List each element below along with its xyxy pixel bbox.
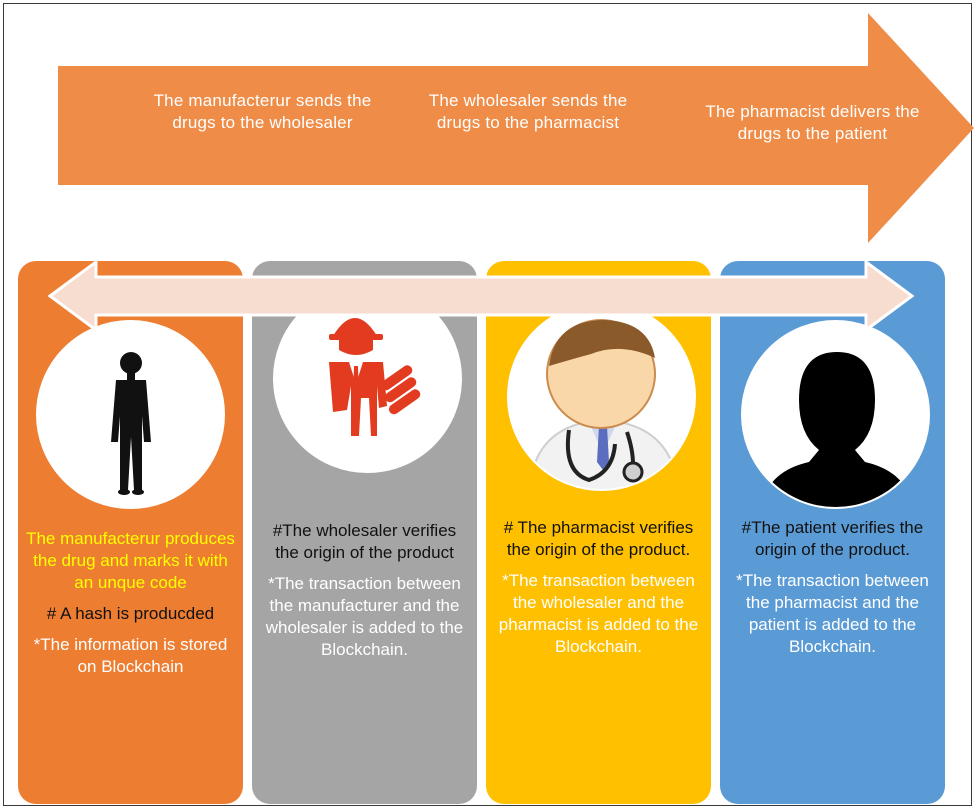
flow-step-manufacturer: The manufacterur sends the drugs to the …	[153, 91, 372, 132]
patient-verify-text: #The patient verifies the origin of the …	[741, 518, 924, 559]
wholesaler-verify-text: #The wholesaler verifies the origin of t…	[272, 521, 457, 562]
manufacturer-avatar	[36, 320, 225, 509]
hash-text: # A hash is producded	[46, 604, 215, 623]
patient-silhouette-icon	[761, 352, 913, 507]
flow-step-wholesaler: The wholesaler sends the drugs to the ph…	[428, 91, 628, 132]
wholesaler-text: #The wholesaler verifies the origin of t…	[262, 520, 467, 670]
manufacturer-silhouette-icon	[111, 352, 151, 495]
patient-text: #The patient verifies the origin of the …	[730, 517, 935, 667]
manufacturer-info-text: *The information is stored on Blockchain	[33, 635, 228, 676]
patient-transaction-text: *The transaction between the pharmacist …	[736, 571, 929, 656]
doctor-stethoscope-icon	[528, 319, 680, 489]
wholesaler-transaction-text: *The transaction between the manufacture…	[265, 574, 464, 659]
pharmacist-text: # The pharmacist verifies the origin of …	[496, 517, 701, 667]
flow-step-pharmacist: The pharmacist delivers the drugs to the…	[705, 102, 920, 143]
pharmacist-transaction-text: *The transaction between the wholesaler …	[498, 571, 699, 656]
worker-hardhat-icon	[329, 318, 421, 436]
manufacturer-text: The manufacterur produces the drug and m…	[24, 528, 237, 687]
patient-avatar	[741, 320, 930, 509]
pharmacist-verify-text: # The pharmacist verifies the origin of …	[503, 518, 694, 559]
pharmacist-avatar	[507, 302, 696, 491]
manufacturer-highlight-text: The manufacterur produces the drug and m…	[26, 529, 235, 592]
